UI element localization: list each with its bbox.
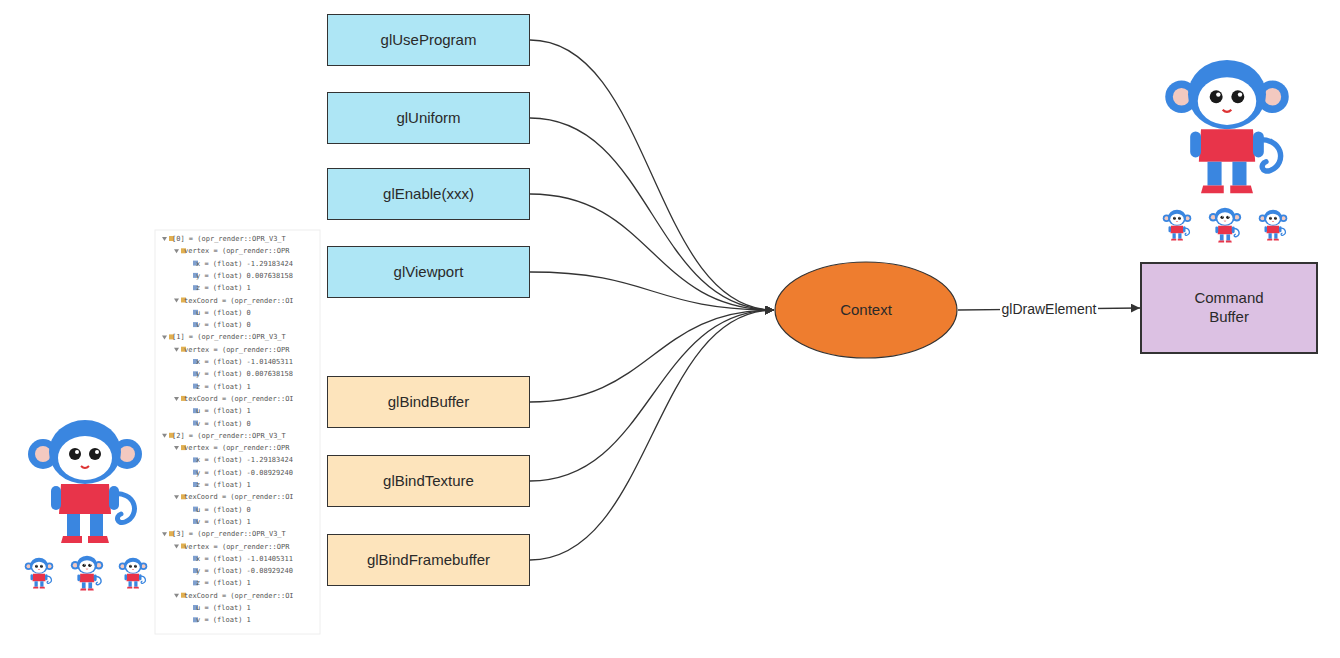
- debug-value: x = (float) -1.01405311: [196, 555, 293, 564]
- state-box: glUniform: [327, 92, 530, 144]
- node-label: glBindBuffer: [388, 393, 469, 412]
- debug-value: x = (float) -1.29183424: [196, 456, 293, 465]
- node-label: glBindTexture: [383, 472, 474, 491]
- state-box: glUseProgram: [327, 14, 530, 66]
- connector: [530, 310, 774, 481]
- debug-value: vertex = (opr_render::OPR: [184, 247, 289, 256]
- tree-toggle: [174, 348, 179, 352]
- debug-value: [2] = (opr_render::OPR_V3_T: [172, 432, 286, 441]
- debug-value: vertex = (opr_render::OPR: [184, 346, 289, 355]
- binding-box: glBindBuffer: [327, 376, 530, 428]
- edge-label: glDrawElement: [1000, 301, 1099, 317]
- node-label: glUseProgram: [381, 31, 477, 50]
- debug-value: v = (float) 1: [196, 518, 251, 527]
- debug-value: y = (float) -0.08929240: [196, 567, 293, 576]
- tree-toggle: [174, 495, 179, 499]
- debug-value: u = (float) 1: [196, 604, 251, 613]
- connector: [530, 272, 774, 310]
- node-label: glViewport: [394, 263, 464, 282]
- debug-value: z = (float) 1: [196, 481, 251, 490]
- debug-value: u = (float) 1: [196, 407, 251, 416]
- debug-value: [1] = (opr_render::OPR_V3_T: [172, 333, 286, 342]
- connector: [530, 118, 774, 310]
- debug-value: texCoord = (opr_render::OI: [184, 493, 294, 502]
- debug-panel: [155, 230, 320, 634]
- connector: [530, 310, 774, 402]
- debug-value: v = (float) 1: [196, 616, 251, 625]
- tree-toggle: [174, 249, 179, 253]
- debug-value: texCoord = (opr_render::OI: [184, 297, 294, 306]
- debug-value: texCoord = (opr_render::OI: [184, 395, 294, 404]
- debug-value: vertex = (opr_render::OPR: [184, 444, 289, 453]
- node-label: glEnable(xxx): [383, 185, 474, 204]
- node-label: Command Buffer: [1184, 289, 1274, 327]
- tree-toggle: [174, 594, 179, 598]
- debug-value: vertex = (opr_render::OPR: [184, 543, 289, 552]
- connector: [530, 40, 774, 310]
- tree-toggle: [174, 545, 179, 549]
- state-box: glViewport: [327, 246, 530, 298]
- connector: [530, 310, 774, 560]
- debug-value: [0] = (opr_render::OPR_V3_T: [172, 235, 286, 244]
- tree-toggle: [162, 237, 167, 241]
- tree-toggle: [174, 446, 179, 450]
- debug-value: v = (float) 0: [196, 420, 251, 429]
- monkey-left: [25, 420, 148, 591]
- tree-toggle: [162, 434, 167, 438]
- tree-toggle: [174, 299, 179, 303]
- node-label: glUniform: [396, 109, 460, 128]
- tree-toggle: [174, 397, 179, 401]
- monkey-right: [1163, 60, 1289, 243]
- debug-value: texCoord = (opr_render::OI: [184, 592, 294, 601]
- tree-toggle: [162, 335, 167, 339]
- binding-box: glBindTexture: [327, 455, 530, 507]
- node-label: glBindFramebuffer: [367, 551, 490, 570]
- debug-value: [3] = (opr_render::OPR_V3_T: [172, 530, 286, 539]
- debug-value: z = (float) 1: [196, 284, 251, 293]
- command-buffer-box: Command Buffer: [1140, 262, 1318, 354]
- connector: [530, 194, 774, 310]
- debug-value: u = (float) 0: [196, 506, 251, 515]
- debug-value: z = (float) 1: [196, 579, 251, 588]
- debug-value: x = (float) -1.29183424: [196, 260, 293, 269]
- context-ellipse: Context: [774, 261, 958, 359]
- debug-value: u = (float) 0: [196, 309, 251, 318]
- node-label: Context: [840, 301, 892, 320]
- debug-value: y = (float) -0.08929240: [196, 469, 293, 478]
- debug-value: y = (float) 0.007638158: [196, 370, 293, 379]
- binding-box: glBindFramebuffer: [327, 534, 530, 586]
- debug-value: x = (float) -1.01405311: [196, 358, 293, 367]
- debug-value: y = (float) 0.007638158: [196, 272, 293, 281]
- state-box: glEnable(xxx): [327, 168, 530, 220]
- tree-toggle: [162, 532, 167, 536]
- debug-value: z = (float) 1: [196, 383, 251, 392]
- debug-value: v = (float) 0: [196, 321, 251, 330]
